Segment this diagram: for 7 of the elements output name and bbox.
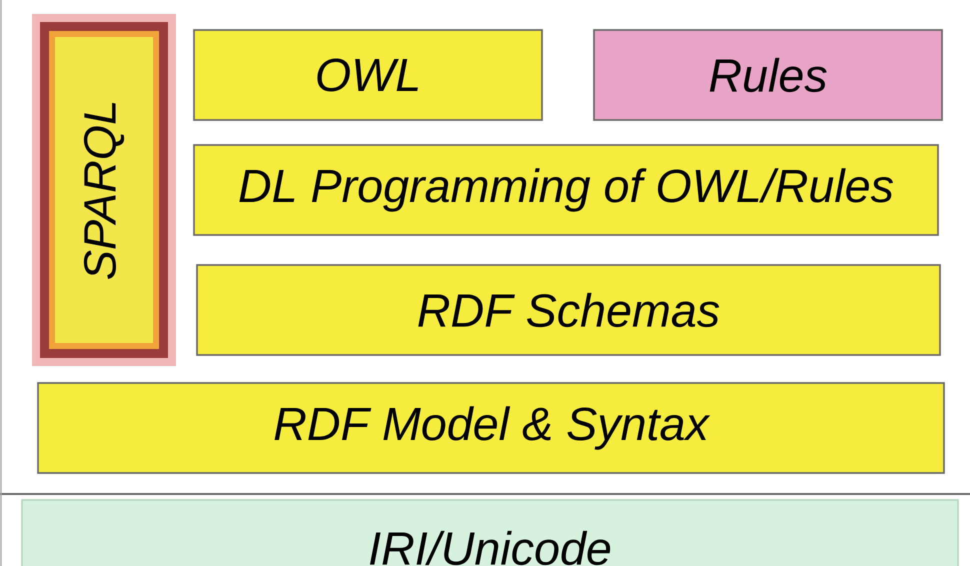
layer-box: RDF Schemas <box>196 264 941 356</box>
layer-box: RDF Model & Syntax <box>37 382 945 474</box>
layer-band: IRI/Unicode <box>21 499 959 566</box>
layer-box: DL Programming of OWL/Rules <box>193 144 939 236</box>
layer-box: Rules <box>593 29 943 121</box>
layer-box: OWL <box>193 29 543 121</box>
query-layer-box: SPARQL <box>32 14 176 366</box>
